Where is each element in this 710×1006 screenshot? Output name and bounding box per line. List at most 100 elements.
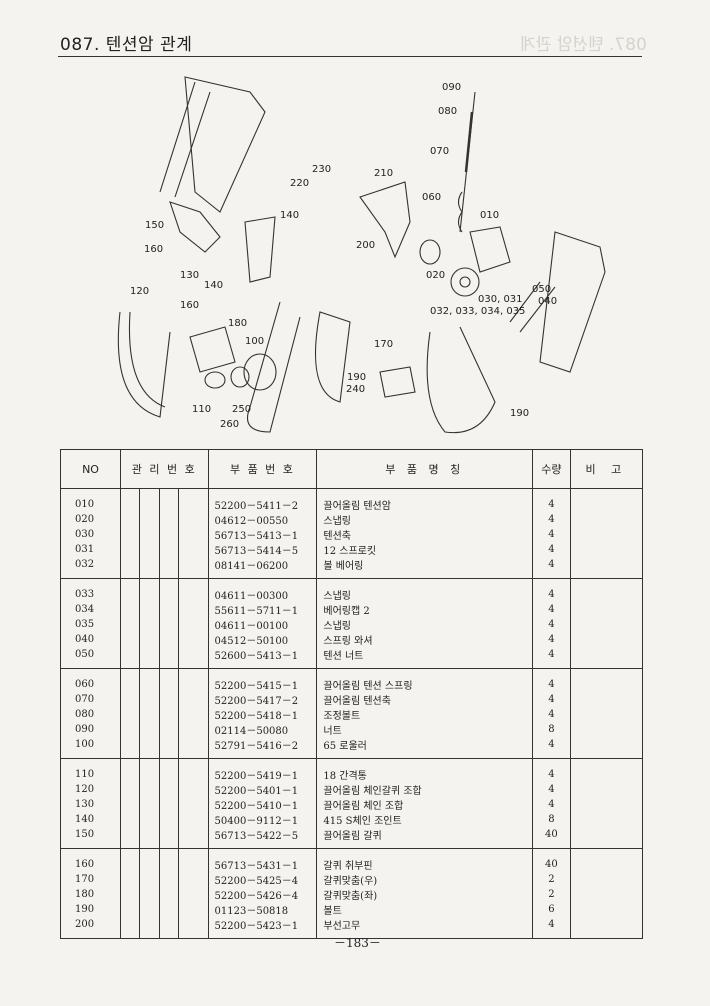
mgmt-cell — [139, 707, 160, 722]
callout-130: 130 — [180, 270, 199, 281]
row-qty: 4 — [532, 737, 571, 759]
row-part-name: 너트 — [316, 722, 534, 737]
row-part-name: 끌어올림 갈퀴 — [316, 827, 534, 849]
row-no: 010 — [59, 488, 122, 512]
row-part-no: 56713－5413－1 — [207, 527, 318, 542]
callout-180: 180 — [228, 318, 247, 329]
mgmt-cell — [139, 797, 160, 812]
mgmt-cell — [120, 827, 141, 849]
callout-260: 260 — [220, 419, 239, 430]
callout-160: 160 — [144, 244, 163, 255]
row-remarks — [569, 782, 644, 797]
callout-150: 150 — [145, 220, 164, 231]
row-part-name: 볼트 — [316, 902, 534, 917]
row-remarks — [569, 692, 644, 707]
mgmt-cell — [120, 722, 141, 737]
row-qty: 4 — [532, 647, 571, 669]
mgmt-cell — [139, 542, 160, 557]
row-part-no: 04512－50100 — [207, 632, 318, 647]
callout-080: 080 — [438, 106, 457, 117]
mgmt-cell — [158, 647, 180, 669]
mgmt-cell — [120, 848, 141, 872]
mgmt-cell — [139, 668, 160, 692]
row-qty: 2 — [532, 872, 571, 887]
mgmt-cell — [120, 737, 141, 759]
row-part-name: 끌어올림 텐션암 — [316, 488, 534, 512]
callout-190a: 190 — [347, 372, 366, 383]
mgmt-cell — [178, 692, 209, 707]
row-part-no: 52200－5415－1 — [207, 668, 318, 692]
mgmt-cell — [158, 722, 180, 737]
mgmt-cell — [178, 488, 209, 512]
callout-170: 170 — [374, 339, 393, 350]
mgmt-cell — [158, 887, 180, 902]
row-qty: 4 — [532, 782, 571, 797]
mgmt-cell — [139, 758, 160, 782]
mgmt-cell — [158, 668, 180, 692]
mgmt-cell — [178, 647, 209, 669]
row-no: 150 — [59, 827, 122, 849]
row-qty: 40 — [532, 827, 571, 849]
mgmt-cell — [120, 692, 141, 707]
row-qty: 40 — [532, 848, 571, 872]
row-remarks — [569, 902, 644, 917]
mgmt-cell — [158, 707, 180, 722]
row-remarks — [569, 797, 644, 812]
mgmt-cell — [120, 917, 141, 939]
row-no: 170 — [59, 872, 122, 887]
mgmt-cell — [120, 602, 141, 617]
mgmt-cell — [158, 872, 180, 887]
mgmt-cell — [158, 848, 180, 872]
row-part-no: 52200－5419－1 — [207, 758, 318, 782]
row-part-name: 65 로울러 — [316, 737, 534, 759]
bleed-through-title: 087. 텐션암 관계 — [520, 35, 647, 55]
mgmt-cell — [120, 668, 141, 692]
row-part-name: 텐션축 — [316, 527, 534, 542]
mgmt-cell — [158, 512, 180, 527]
mgmt-cell — [120, 578, 141, 602]
mgmt-cell — [158, 902, 180, 917]
row-remarks — [569, 542, 644, 557]
mgmt-cell — [139, 578, 160, 602]
mgmt-cell — [139, 617, 160, 632]
mgmt-cell — [120, 797, 141, 812]
row-part-no: 50400－9112－1 — [207, 812, 318, 827]
page-title: 087. 텐션암 관계 — [60, 35, 193, 55]
mgmt-cell — [158, 692, 180, 707]
mgmt-cell — [120, 557, 141, 579]
row-part-name: 스프링 와셔 — [316, 632, 534, 647]
row-part-no: 04611－00100 — [207, 617, 318, 632]
page-number: －183－ — [334, 936, 381, 950]
row-part-name: 스냅링 — [316, 512, 534, 527]
row-part-no: 01123－50818 — [207, 902, 318, 917]
mgmt-cell — [178, 542, 209, 557]
mgmt-cell — [178, 872, 209, 887]
row-qty: 6 — [532, 902, 571, 917]
row-no: 100 — [59, 737, 122, 759]
header-part-no: 부 품 번 호 — [207, 449, 318, 489]
mgmt-cell — [158, 827, 180, 849]
row-part-no: 04611－00300 — [207, 578, 318, 602]
callout-040: 040 — [538, 296, 557, 307]
header-part-name: 부 품 명 칭 — [316, 449, 534, 489]
mgmt-cell — [139, 902, 160, 917]
mgmt-cell — [139, 527, 160, 542]
mgmt-cell — [120, 527, 141, 542]
row-part-no: 55611－5711－1 — [207, 602, 318, 617]
row-part-no: 56713－5431－1 — [207, 848, 318, 872]
mgmt-cell — [158, 737, 180, 759]
mgmt-cell — [139, 692, 160, 707]
callout-070: 070 — [430, 146, 449, 157]
row-part-name: 텐션 너트 — [316, 647, 534, 669]
row-no: 080 — [59, 707, 122, 722]
title-underline — [58, 56, 642, 57]
